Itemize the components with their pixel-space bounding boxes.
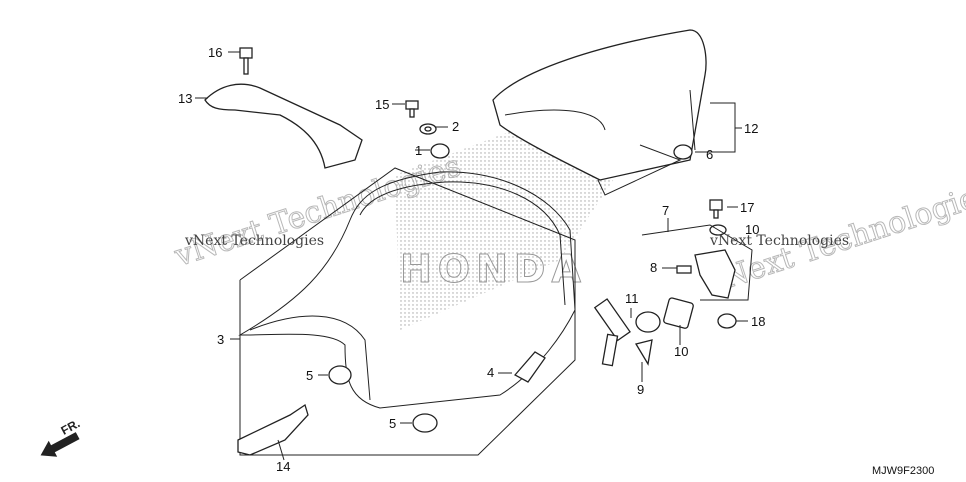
nut-18 xyxy=(717,313,737,329)
callout-9: 9 xyxy=(637,382,644,397)
callout-13: 13 xyxy=(178,91,192,106)
callout-15: 15 xyxy=(375,97,389,112)
main-seat xyxy=(238,171,576,409)
callout-16: 16 xyxy=(208,45,222,60)
callout-2: 2 xyxy=(452,119,459,134)
callout-17: 17 xyxy=(740,200,754,215)
callout-5-lower: 5 xyxy=(389,416,396,431)
washer-2 xyxy=(419,123,437,135)
bolt-16 xyxy=(239,47,253,75)
seat-emblem: HONDA xyxy=(400,247,587,291)
callout-14: 14 xyxy=(276,459,290,474)
diagram-code: MJW9F2300 xyxy=(872,465,934,477)
cushion-5-lower xyxy=(412,413,438,433)
bolt-17 xyxy=(709,199,723,219)
callout-12: 12 xyxy=(744,121,758,136)
callout-6: 6 xyxy=(706,147,713,162)
damper-6 xyxy=(673,144,693,160)
main-seat-group-box xyxy=(239,167,576,456)
leader-lines xyxy=(195,51,748,461)
callout-4: 4 xyxy=(487,365,494,380)
callout-1: 1 xyxy=(415,143,422,158)
callout-10-washer: 10 xyxy=(745,222,759,237)
seal-10 xyxy=(663,297,694,329)
seat-rail xyxy=(237,403,309,456)
callout-11: 11 xyxy=(625,291,639,306)
cushion-5-upper xyxy=(328,365,352,385)
watermark-small-left: vNext Technologies xyxy=(184,233,324,249)
key-cylinder xyxy=(593,298,661,367)
front-direction-arrow: FR. xyxy=(40,416,83,457)
bolt-15 xyxy=(405,100,419,118)
callout-5-upper: 5 xyxy=(306,368,313,383)
front-direction-label: FR. xyxy=(59,416,83,437)
rear-seat-cowl xyxy=(492,29,707,196)
watermark-small-right: vNext Technologies xyxy=(709,233,849,249)
callout-18: 18 xyxy=(751,314,765,329)
callout-10-seal: 10 xyxy=(674,344,688,359)
callout-8: 8 xyxy=(650,260,657,275)
grommet-1 xyxy=(430,143,450,159)
clip-9 xyxy=(634,339,653,366)
callout-3: 3 xyxy=(217,332,224,347)
grab-rail xyxy=(204,83,363,169)
bracket-4 xyxy=(513,351,546,383)
seat-lock-assembly xyxy=(641,224,753,301)
callout-labels: 1 2 3 4 5 5 6 7 8 9 10 10 11 12 13 14 15… xyxy=(178,45,765,474)
callout-7: 7 xyxy=(662,203,669,218)
